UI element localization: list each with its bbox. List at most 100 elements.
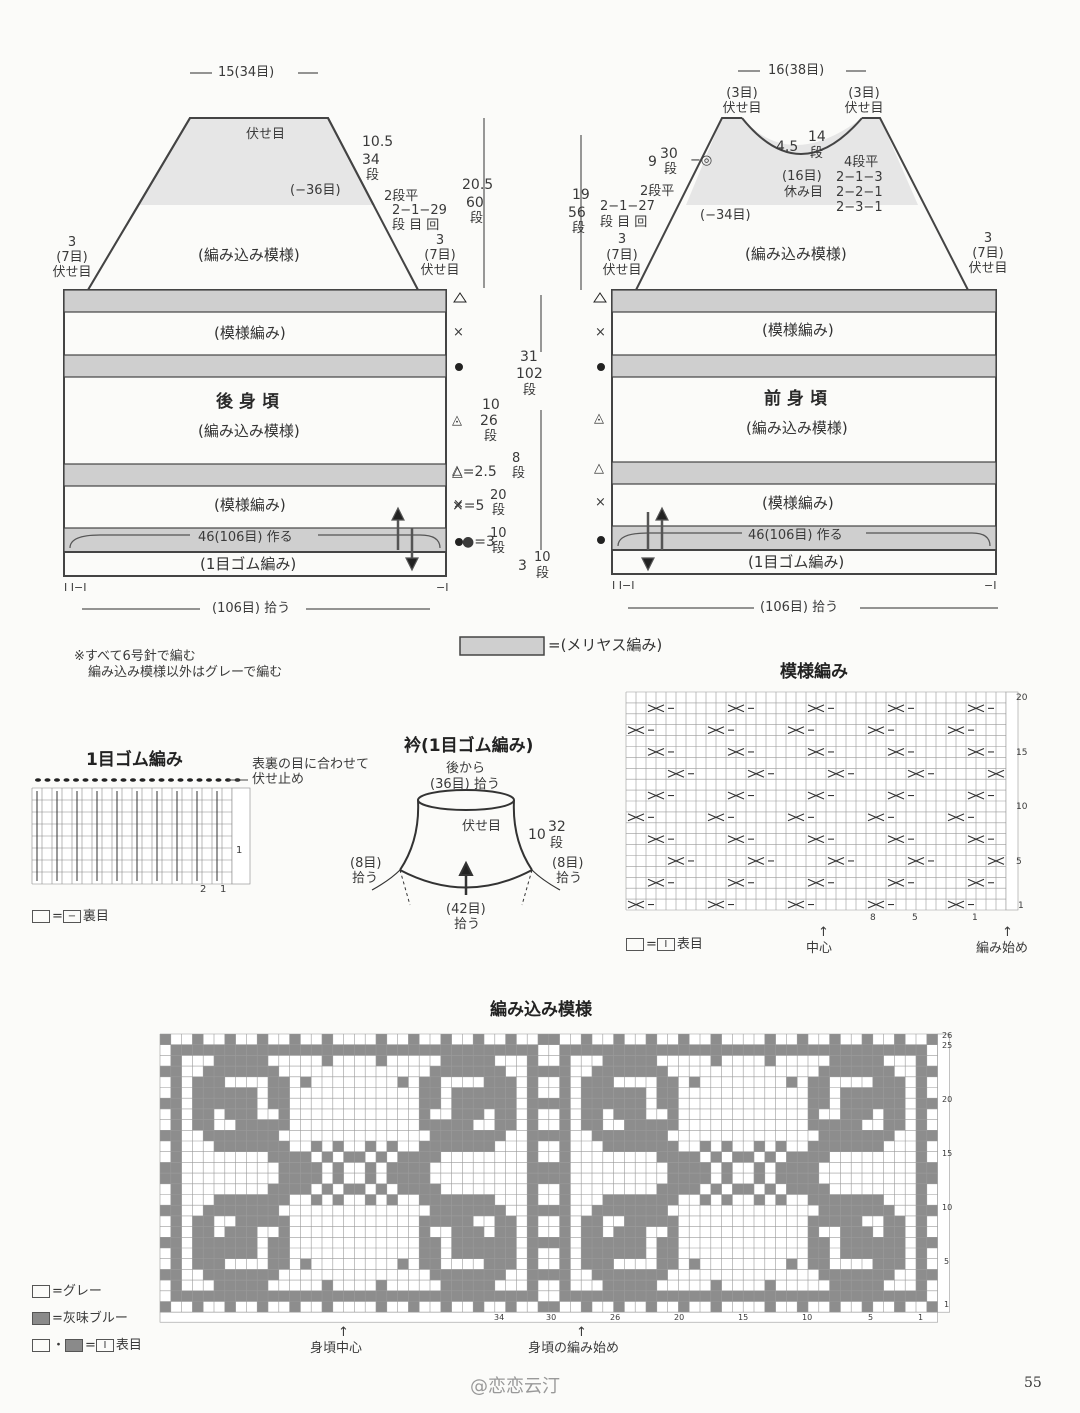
colorwork-blue-cell — [840, 1130, 852, 1141]
colorwork-blue-cell — [462, 1098, 474, 1109]
colorwork-blue-cell — [160, 1301, 171, 1313]
colorwork-blue-cell — [462, 1237, 474, 1248]
colorwork-blue-cell — [527, 1173, 538, 1184]
colorwork-blue-cell — [462, 1119, 474, 1131]
cable-cross-mark — [727, 835, 745, 844]
back-cast-on: 46(106目) 作る — [198, 530, 293, 545]
pattern-col-5: 5 — [912, 913, 918, 923]
colorwork-blue-cell — [203, 1290, 214, 1302]
colorwork-blue-cell — [743, 1151, 754, 1163]
both-legend-equals: = — [85, 1338, 96, 1353]
colorwork-blue-cell — [527, 1141, 538, 1152]
colorwork-blue-cell — [559, 1087, 571, 1099]
colorwork-blue-cell — [818, 1044, 830, 1056]
colorwork-blue-cell — [224, 1034, 236, 1045]
colorwork-blue-cell — [872, 1248, 884, 1259]
colorwork-blue-cell — [354, 1290, 366, 1302]
colorwork-blue-cell — [559, 1141, 571, 1152]
cable-cross-mark — [807, 747, 825, 756]
back-marker-x-bottom: × — [453, 497, 464, 512]
colorwork-blue-cell — [430, 1087, 441, 1099]
colorwork-blue-cell — [592, 1290, 603, 1302]
cable-cross-mark — [727, 747, 745, 756]
colorwork-blue-cell — [462, 1194, 474, 1206]
colorwork-blue-cell — [257, 1034, 268, 1045]
colorwork-blue-cell — [635, 1237, 646, 1248]
colorwork-blue-cell — [592, 1258, 603, 1270]
colorwork-blue-cell — [473, 1280, 484, 1291]
colorwork-blue-cell — [451, 1290, 463, 1302]
colorwork-blue-cell — [894, 1226, 906, 1238]
colorwork-blue-cell — [883, 1290, 895, 1302]
colorwork-blue-cell — [203, 1044, 214, 1056]
cable-cross-mark — [807, 878, 825, 887]
pattern-col-1: 1 — [972, 913, 978, 923]
colorwork-blue-cell — [430, 1258, 441, 1270]
colorwork-blue-cell — [797, 1044, 808, 1056]
colorwork-blue-cell — [667, 1141, 679, 1152]
colorwork-blue-cell — [926, 1130, 938, 1141]
colorwork-blue-cell — [494, 1044, 506, 1056]
colorwork-blue-cell — [829, 1066, 841, 1077]
colorwork-blue-cell — [170, 1173, 182, 1184]
front-marker-x: × — [595, 325, 606, 340]
colorwork-blue-cell — [527, 1237, 538, 1248]
colorwork-blue-cell — [872, 1194, 884, 1206]
colorwork-blue-cell — [862, 1226, 873, 1238]
cable-cross-mark — [887, 704, 905, 713]
colorwork-blue-cell — [689, 1151, 700, 1163]
colorwork-blue-cell — [527, 1194, 538, 1206]
colorwork-blue-cell — [656, 1258, 668, 1270]
front-shoulder-rows-unit: 段 — [664, 162, 678, 177]
colorwork-blue-cell — [419, 1215, 430, 1227]
colorwork-blue-cell — [365, 1162, 376, 1174]
colorwork-blue-cell — [581, 1087, 592, 1099]
colorwork-blue-cell — [268, 1237, 279, 1248]
colorwork-blue-cell — [678, 1301, 690, 1313]
colorwork-blue-cell — [278, 1258, 290, 1270]
colorwork-blue-cell — [613, 1108, 625, 1120]
colorwork-blue-cell — [440, 1044, 452, 1056]
colorwork-blue-cell — [527, 1162, 538, 1174]
colorwork-blue-cell — [916, 1183, 927, 1195]
colorwork-blue-cell — [430, 1066, 441, 1077]
front-right-bind-sts: (7目) — [972, 246, 1004, 261]
colorwork-blue-cell — [440, 1269, 452, 1281]
colorwork-blue-cell — [667, 1258, 679, 1270]
colorwork-blue-cell — [635, 1215, 646, 1227]
front-dec-line1: 2−1−27 — [600, 199, 655, 214]
colorwork-blue-cell — [613, 1130, 625, 1141]
colorwork-blue-cell — [808, 1183, 819, 1195]
cw-col-30: 30 — [546, 1313, 557, 1322]
colorwork-blue-cell — [430, 1044, 441, 1056]
colorwork-blue-cell — [872, 1205, 884, 1216]
colorwork-blue-cell — [916, 1215, 927, 1227]
colorwork-blue-cell — [268, 1151, 279, 1163]
colorwork-blue-cell — [872, 1280, 884, 1291]
colorwork-blue-cell — [419, 1173, 430, 1184]
colorwork-blue-cell — [592, 1119, 603, 1131]
rib-chart-edge — [231, 787, 251, 885]
colorwork-blue-cell — [862, 1237, 873, 1248]
colorwork-blue-cell — [851, 1226, 862, 1238]
colorwork-blue-cell — [808, 1076, 819, 1088]
colorwork-blue-cell — [419, 1108, 430, 1120]
colorwork-blue-cell — [203, 1087, 214, 1099]
colorwork-blue-cell — [538, 1173, 549, 1184]
colorwork-blue-cell — [246, 1055, 258, 1067]
colorwork-blue-cell — [624, 1205, 636, 1216]
cable-cross-mark — [707, 813, 725, 822]
colorwork-blue-cell — [721, 1173, 733, 1184]
colorwork-blue-cell — [538, 1098, 549, 1109]
colorwork-blue-cell — [559, 1205, 571, 1216]
colorwork-blue-cell — [689, 1173, 700, 1184]
colorwork-blue-cell — [581, 1226, 592, 1238]
colorwork-blue-cell — [214, 1290, 225, 1302]
colorwork-blue-cell — [160, 1130, 171, 1141]
colorwork-blue-cell — [602, 1087, 614, 1099]
rib-bind-dot — [44, 778, 51, 782]
colorwork-blue-cell — [257, 1301, 268, 1313]
colorwork-blue-cell — [268, 1215, 279, 1227]
colorwork-blue-cell — [235, 1205, 247, 1216]
colorwork-blue-cell — [624, 1248, 636, 1259]
